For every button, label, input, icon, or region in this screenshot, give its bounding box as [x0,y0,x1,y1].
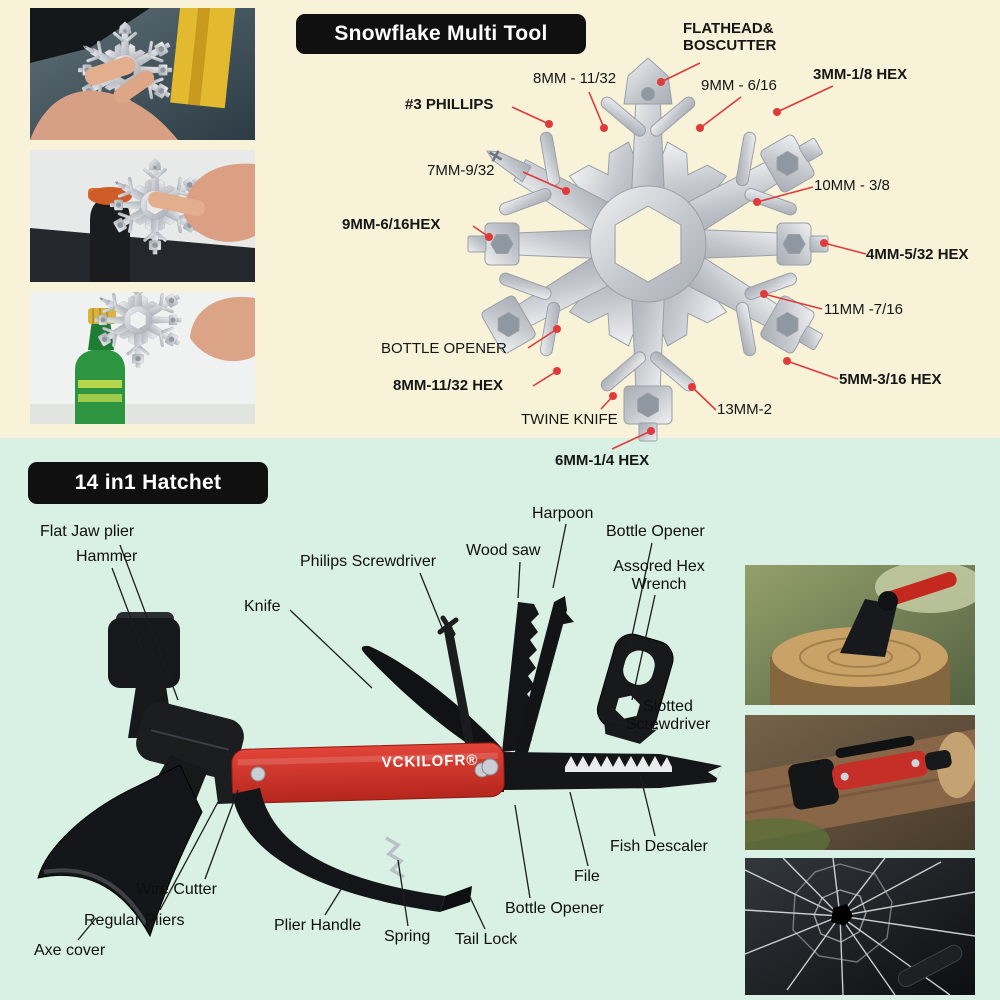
red-handle [231,742,505,804]
fish-descaler-edge [565,756,672,772]
callout-tail-lock: Tail Lock [455,931,518,948]
callout-13mm-2: 13MM-2 [717,401,773,418]
photo-glass-scene [745,858,975,995]
callout-plier-handle: Plier Handle [274,917,362,934]
callout-philips-screwdriver: Philips Screwdriver [300,553,437,570]
callout-flathead-boscutter: FLATHEAD& BOSCUTTER [683,20,777,55]
plier-handle-lower [232,788,472,912]
harpoon-tool [514,596,574,760]
knife-blade [361,645,502,758]
pivot-screw [481,758,499,776]
callout-bottle-opener-bottom: Bottle Opener [505,900,604,917]
callout-phillips: #3 PHILLIPS [405,96,494,113]
callout-bottle-opener: BOTTLE OPENER [381,340,507,357]
callout-axe-cover: Axe cover [34,942,106,959]
phillips-screwdriver-tool [443,623,477,761]
photo-stump-scene [745,565,975,705]
snowflake-opening-bottle-cap-photo [30,150,255,282]
axe-head [37,755,208,938]
tail-lock-tab [440,886,472,912]
callout-spring: Spring [384,928,431,945]
callout-fish-descaler: Fish Descaler [610,838,708,855]
handle-extension [504,752,722,790]
multitool-on-log-photo [745,715,975,850]
callout-11mm-716: 11MM -7/16 [824,301,903,318]
callout-flat-jaw-plier: Flat Jaw plier [40,523,135,540]
callout-3mm-hex: 3MM-1/8 HEX [813,66,908,83]
callout-wood-saw: Wood saw [466,542,541,559]
callout-9mm-616: 9MM - 6/16 [701,77,777,94]
callout-7mm-932: 7MM-9/32 [427,162,495,179]
callout-bottle-opener-top: Bottle Opener [606,523,705,540]
snowflake-title: Snowflake Multi Tool [334,22,548,45]
callout-5mm-hex: 5MM-3/16 HEX [839,371,942,388]
callout-hex-wrench: Assored Hex Wrench [613,558,705,594]
callout-knife: Knife [244,598,281,615]
callout-regular-pliers: Regular Pliers [84,912,185,929]
callout-slotted-screwdriver: Slotted Screwdriver [625,698,711,734]
callout-4mm-hex: 4MM-5/32 HEX [866,246,969,263]
wood-saw-tool [502,602,539,752]
snowflake-opening-beer-bottle-photo [30,292,255,424]
snowflake-title-bar: Snowflake Multi Tool [296,14,586,54]
spring-coil [385,836,405,879]
callout-harpoon: Harpoon [532,505,594,522]
callout-wire-cutter: Wire Cutter [136,881,217,898]
photo-3-scene [30,292,255,424]
tip-bottle-opener-notch [708,766,722,782]
photo-2-scene [30,150,255,282]
hatchet-title: 14 in1 Hatchet [74,471,222,494]
hatchet-title-bar: 14 in1 Hatchet [28,462,268,504]
callout-8mm-hex: 8MM-11/32 HEX [393,377,504,394]
hand-holding-snowflake-tool-photo [30,8,255,140]
callout-file: File [574,868,600,885]
photo-1-scene [30,8,255,140]
hatchet-in-tree-stump-photo [745,565,975,705]
axe-blade [37,764,203,938]
callout-6mm-hex: 6MM-1/4 HEX [555,452,650,469]
callout-9mm-hex: 9MM-6/16HEX [342,216,441,233]
shattered-glass-photo [745,858,975,995]
callout-10mm-38: 10MM - 3/8 [814,177,890,194]
photo-log-scene [745,715,975,850]
callout-8mm-1132: 8MM - 11/32 [533,70,617,87]
callout-twine-knife: TWINE KNIFE [521,411,618,428]
callout-hammer: Hammer [76,548,138,565]
